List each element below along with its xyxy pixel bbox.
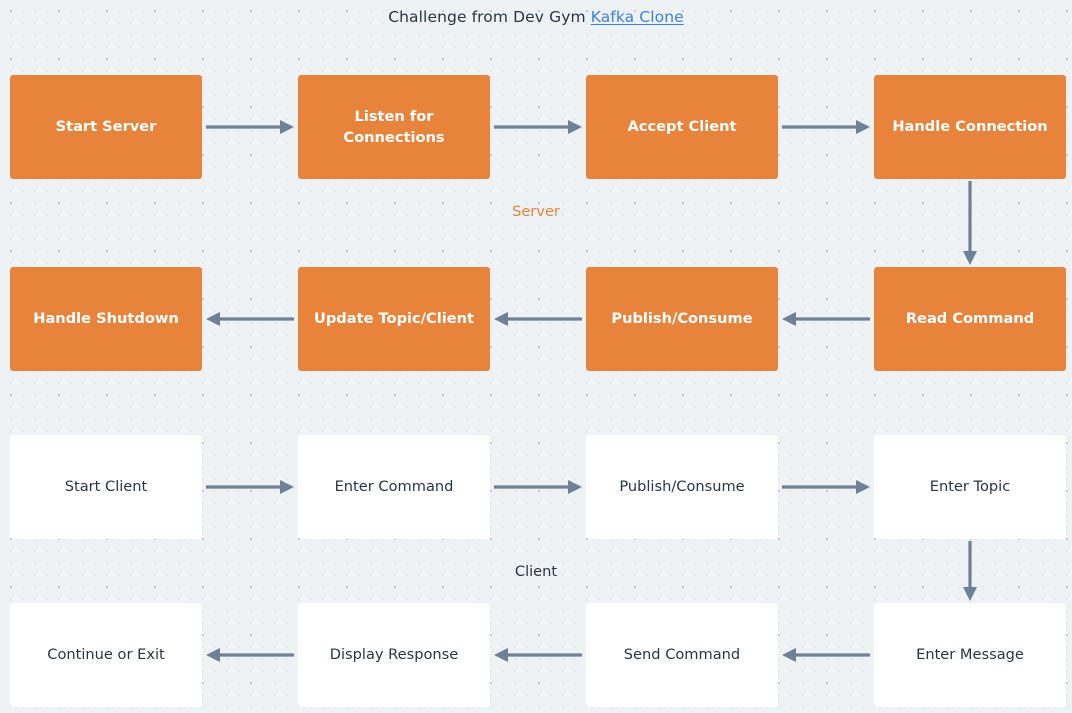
arrow-enter-topic-to-enter-message [963, 541, 977, 601]
node-label: Continue or Exit [47, 646, 165, 664]
arrow-listen-to-accept-client [494, 120, 582, 134]
arrow-start-server-to-listen [206, 120, 294, 134]
arrow-handle-connection-to-read-command [963, 181, 977, 265]
node-publish-consume-client[interactable]: Publish/Consume [586, 435, 778, 539]
node-start-client[interactable]: Start Client [10, 435, 202, 539]
node-label: Handle Shutdown [33, 310, 179, 328]
node-accept-client[interactable]: Accept Client [586, 75, 778, 179]
node-label: Send Command [623, 646, 741, 664]
node-update-topic-client[interactable]: Update Topic/Client [298, 267, 490, 371]
node-label: Display Response [329, 646, 459, 664]
node-publish-consume-server[interactable]: Publish/Consume [586, 267, 778, 371]
node-listen-for-connections[interactable]: Listen for Connections [298, 75, 490, 179]
node-handle-connection[interactable]: Handle Connection [874, 75, 1066, 179]
section-label-server: Server [512, 203, 560, 220]
node-enter-topic[interactable]: Enter Topic [874, 435, 1066, 539]
node-label: Listen for Connections [343, 107, 445, 146]
arrow-enter-message-to-send-command [782, 648, 870, 662]
arrow-start-client-to-enter-command [206, 480, 294, 494]
node-start-server[interactable]: Start Server [10, 75, 202, 179]
node-send-command[interactable]: Send Command [586, 603, 778, 707]
diagram-title: Challenge from Dev Gym Kafka Clone [0, 8, 1072, 26]
node-label: Enter Message [916, 646, 1024, 664]
arrow-update-topic-to-handle-shutdown [206, 312, 294, 326]
node-read-command[interactable]: Read Command [874, 267, 1066, 371]
node-label: Start Client [64, 478, 148, 496]
arrow-enter-command-to-publish-consume [494, 480, 582, 494]
arrow-display-response-to-continue-or-exit [206, 648, 294, 662]
section-label-client: Client [514, 563, 558, 580]
node-label: Publish/Consume [619, 478, 745, 496]
arrow-send-command-to-display-response [494, 648, 582, 662]
node-continue-or-exit[interactable]: Continue or Exit [10, 603, 202, 707]
title-prefix-text: Challenge from Dev Gym [388, 8, 586, 26]
node-label: Update Topic/Client [314, 310, 474, 328]
node-label: Publish/Consume [611, 310, 753, 328]
node-enter-message[interactable]: Enter Message [874, 603, 1066, 707]
arrow-accept-client-to-handle-connection [782, 120, 870, 134]
node-enter-command[interactable]: Enter Command [298, 435, 490, 539]
node-label: Start Server [55, 118, 157, 136]
node-display-response[interactable]: Display Response [298, 603, 490, 707]
kafka-clone-link[interactable]: Kafka Clone [590, 8, 684, 26]
node-label: Read Command [905, 310, 1035, 328]
arrow-read-command-to-publish-consume [782, 312, 870, 326]
node-label: Handle Connection [892, 118, 1048, 136]
node-label: Accept Client [627, 118, 737, 136]
node-label: Enter Topic [929, 478, 1011, 496]
arrow-publish-consume-to-enter-topic [782, 480, 870, 494]
node-label: Enter Command [334, 478, 454, 496]
node-handle-shutdown[interactable]: Handle Shutdown [10, 267, 202, 371]
arrow-publish-consume-to-update-topic [494, 312, 582, 326]
